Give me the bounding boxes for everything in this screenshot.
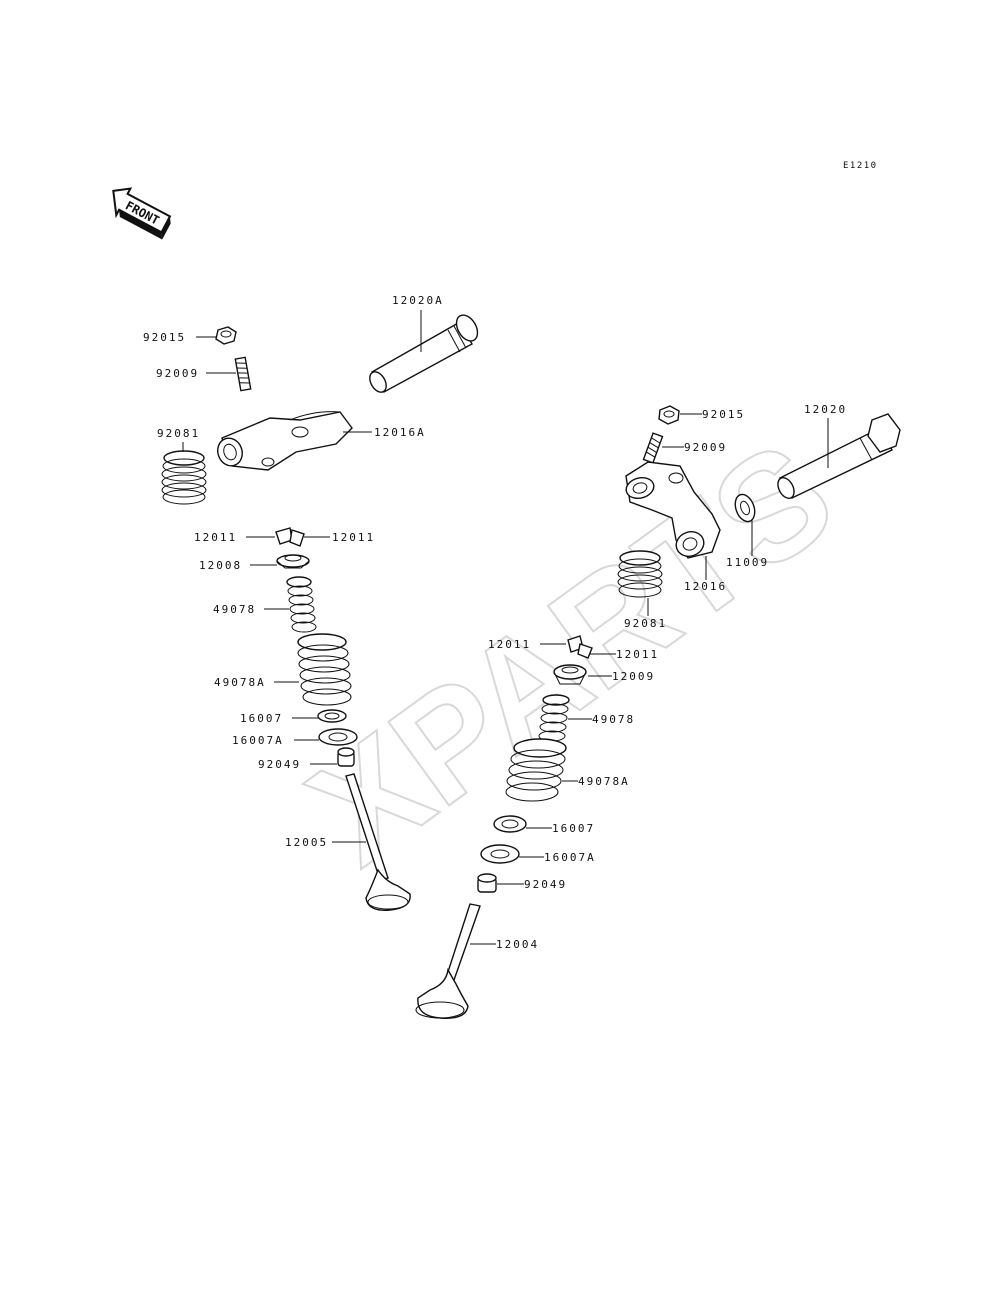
- label-12011-left-a[interactable]: 12011: [194, 531, 237, 544]
- inner-spring-49078-left[interactable]: [286, 576, 317, 633]
- nut-92015-left[interactable]: [215, 326, 237, 345]
- label-12008[interactable]: 12008: [199, 559, 242, 572]
- washer-11009[interactable]: [732, 492, 758, 524]
- rocker-arm-12016[interactable]: [624, 461, 721, 560]
- screw-92009-left[interactable]: [234, 356, 252, 392]
- cotter-12011-right[interactable]: [567, 635, 593, 659]
- label-92015-right[interactable]: 92015: [702, 408, 745, 421]
- seal-16007-left[interactable]: [317, 709, 347, 723]
- valve-12005[interactable]: [345, 773, 411, 911]
- label-49078-right[interactable]: 49078: [592, 713, 635, 726]
- label-92049-left[interactable]: 92049: [258, 758, 301, 771]
- outer-spring-49078A-right[interactable]: [505, 738, 567, 802]
- screw-92009-right[interactable]: [642, 432, 664, 464]
- label-16007-right[interactable]: 16007: [552, 822, 595, 835]
- label-12011-left-b[interactable]: 12011: [332, 531, 375, 544]
- label-92009-left[interactable]: 92009: [156, 367, 199, 380]
- stem-seal-92049-left[interactable]: [337, 747, 355, 767]
- label-92015-left[interactable]: 92015: [143, 331, 186, 344]
- label-12020A[interactable]: 12020A: [392, 294, 444, 307]
- label-49078A-left[interactable]: 49078A: [214, 676, 266, 689]
- label-12016A[interactable]: 12016A: [374, 426, 426, 439]
- label-12011-right-b[interactable]: 12011: [616, 648, 659, 661]
- label-16007A-right[interactable]: 16007A: [544, 851, 596, 864]
- retainer-12009[interactable]: [553, 664, 587, 685]
- label-12005[interactable]: 12005: [285, 836, 328, 849]
- spring-92081-right[interactable]: [617, 550, 663, 598]
- label-92049-right[interactable]: 92049: [524, 878, 567, 891]
- label-92081-right[interactable]: 92081: [624, 617, 667, 630]
- valve-12004[interactable]: [415, 903, 481, 1019]
- label-12016[interactable]: 12016: [684, 580, 727, 593]
- seat-16007A-left[interactable]: [318, 728, 358, 746]
- label-16007A-left[interactable]: 16007A: [232, 734, 284, 747]
- label-12011-right-a[interactable]: 12011: [488, 638, 531, 651]
- outer-spring-49078A-left[interactable]: [297, 633, 352, 706]
- label-92081-left[interactable]: 92081: [157, 427, 200, 440]
- front-arrow-icon: FRONT: [112, 187, 172, 240]
- label-12020[interactable]: 12020: [804, 403, 847, 416]
- shaft-12020[interactable]: [775, 413, 901, 501]
- nut-92015-right[interactable]: [658, 405, 680, 425]
- spring-92081-left[interactable]: [161, 450, 207, 505]
- label-11009[interactable]: 11009: [726, 556, 769, 569]
- label-92009-right[interactable]: 92009: [684, 441, 727, 454]
- shaft-12020A[interactable]: [366, 311, 481, 395]
- rocker-arm-12016A[interactable]: [214, 411, 353, 471]
- label-12009[interactable]: 12009: [612, 670, 655, 683]
- cotter-12011-left[interactable]: [275, 527, 305, 547]
- label-16007-left[interactable]: 16007: [240, 712, 283, 725]
- retainer-12008[interactable]: [276, 554, 310, 569]
- label-12004[interactable]: 12004: [496, 938, 539, 951]
- seal-16007-right[interactable]: [493, 815, 527, 833]
- seat-16007A-right[interactable]: [480, 844, 520, 864]
- label-49078-left[interactable]: 49078: [213, 603, 256, 616]
- stem-seal-92049-right[interactable]: [477, 873, 497, 893]
- diagram-code: E1210: [843, 161, 878, 171]
- label-49078A-right[interactable]: 49078A: [578, 775, 630, 788]
